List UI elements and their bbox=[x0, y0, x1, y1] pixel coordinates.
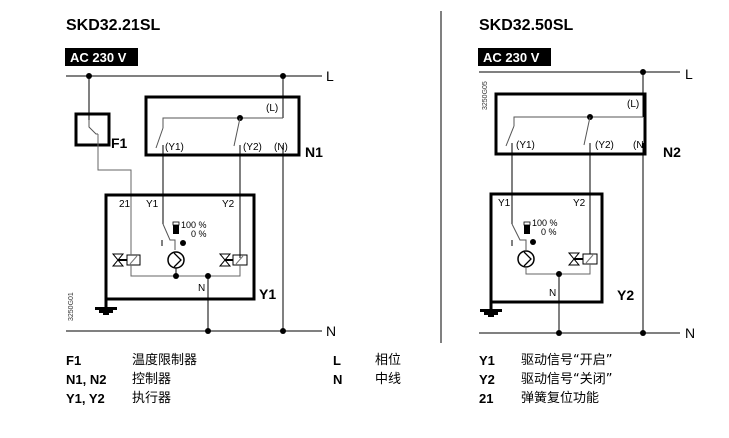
terminal-label: Y2 bbox=[573, 198, 586, 209]
legend-key: N1, N2 bbox=[66, 372, 107, 387]
legend-key: Y1, Y2 bbox=[66, 391, 105, 406]
legend-item: F1 温度限制器 bbox=[66, 351, 197, 370]
thermostat-switch-icon bbox=[88, 120, 98, 135]
internal-neutral-bus bbox=[130, 265, 241, 277]
ground-icon bbox=[480, 300, 502, 317]
terminal-label: (N) bbox=[274, 142, 288, 153]
actuator-label: Y2 bbox=[617, 287, 634, 303]
legend-item: 21 弹簧复位功能 bbox=[479, 389, 612, 408]
terminal-label: Y1 bbox=[146, 199, 159, 210]
legend-key: 21 bbox=[479, 391, 494, 406]
controller-bus bbox=[513, 116, 643, 126]
drawing-code: 3250G05 bbox=[482, 81, 489, 110]
junction-dot bbox=[640, 330, 646, 336]
legend-value: 执行器 bbox=[132, 391, 172, 406]
supply-label: AC 230 V bbox=[70, 50, 127, 65]
legend-value: 温度限制器 bbox=[132, 353, 198, 368]
legend-key: N bbox=[333, 372, 343, 387]
solenoid-valve-icon bbox=[218, 253, 248, 267]
legend-value: 相位 bbox=[375, 353, 402, 368]
controller-box bbox=[494, 92, 647, 156]
junction-dot bbox=[205, 328, 211, 334]
limit-switch-icon bbox=[162, 223, 176, 250]
legend-value: 弹簧复位功能 bbox=[521, 391, 600, 406]
indicator-dot bbox=[180, 240, 186, 246]
thermostat-label: F1 bbox=[111, 135, 128, 151]
legend-signals: Y1 驱动信号“开启” Y2 驱动信号“关闭” 21 弹簧复位功能 bbox=[479, 351, 612, 408]
junction-dot bbox=[280, 328, 286, 334]
legend-item: Y2 驱动信号“关闭” bbox=[479, 370, 612, 389]
actuator-box bbox=[489, 192, 604, 304]
legend-item: Y1, Y2 执行器 bbox=[66, 389, 197, 408]
actuator-label: Y1 bbox=[259, 286, 276, 302]
terminal-label: Y2 bbox=[222, 199, 235, 210]
actuator-box bbox=[104, 193, 256, 301]
position-0: 0 % bbox=[191, 229, 207, 239]
switch-y1-icon bbox=[505, 125, 515, 147]
wire-21 bbox=[97, 134, 132, 200]
solenoid-valve-icon bbox=[111, 253, 141, 267]
switch-y1-icon bbox=[155, 127, 164, 149]
indicator-dot bbox=[530, 239, 536, 245]
ground-icon bbox=[95, 298, 117, 315]
legend-lines: L 相位 N 中线 bbox=[333, 351, 401, 389]
position-100: 100 % bbox=[181, 220, 207, 230]
diagram-title: SKD32.50SL bbox=[479, 17, 573, 34]
diagram-skd32-50sl: SKD32.50SL AC 230 V L 3250G05 (L) (Y1) (… bbox=[478, 17, 695, 341]
junction-dot bbox=[173, 273, 179, 279]
legend-value: 驱动信号“关闭” bbox=[521, 372, 613, 387]
legend-value: 控制器 bbox=[132, 372, 172, 387]
limit-switch-icon bbox=[511, 223, 527, 250]
terminal-label: (L) bbox=[627, 99, 639, 110]
switch-y2-icon bbox=[233, 117, 241, 147]
thermostat-box bbox=[74, 112, 111, 147]
controller-box bbox=[144, 95, 301, 157]
diagram-title: SKD32.21SL bbox=[66, 17, 160, 34]
terminal-label: (Y1) bbox=[165, 142, 184, 153]
position-indicator-icon bbox=[173, 222, 179, 234]
terminal-label: (Y2) bbox=[595, 140, 614, 151]
neutral-label: N bbox=[326, 323, 336, 339]
terminal-label: (L) bbox=[266, 103, 278, 114]
diagram-skd32-21sl: SKD32.21SL AC 230 V L F1 (L) (Y1) (Y2) (… bbox=[65, 17, 336, 339]
solenoid-valve-icon bbox=[567, 252, 598, 266]
terminal-label: Y1 bbox=[498, 198, 511, 209]
position-0: 0 % bbox=[541, 227, 557, 237]
terminal-label: (Y1) bbox=[516, 140, 535, 151]
legend-item: N1, N2 控制器 bbox=[66, 370, 197, 389]
legend-key: Y1 bbox=[479, 353, 495, 368]
position-100: 100 % bbox=[532, 218, 558, 228]
drawing-code: 3250G01 bbox=[68, 292, 75, 321]
legend-item: Y1 驱动信号“开启” bbox=[479, 351, 612, 370]
legend-key: F1 bbox=[66, 353, 82, 368]
legend-key: L bbox=[333, 353, 341, 368]
legend-components: F1 温度限制器 N1, N2 控制器 Y1, Y2 执行器 bbox=[66, 351, 197, 408]
supply-label: AC 230 V bbox=[483, 50, 540, 65]
switch-y2-icon bbox=[583, 116, 591, 146]
legend-value: 中线 bbox=[375, 372, 402, 387]
junction-dot bbox=[556, 330, 562, 336]
terminal-label: 21 bbox=[119, 199, 131, 210]
legend-item: N 中线 bbox=[333, 370, 401, 389]
terminal-label: (Y2) bbox=[243, 142, 262, 153]
terminal-label: N bbox=[198, 283, 205, 294]
position-indicator-icon bbox=[524, 222, 530, 234]
phase-label: L bbox=[326, 68, 334, 84]
phase-label: L bbox=[685, 66, 693, 82]
terminal-label: (N) bbox=[633, 140, 647, 151]
controller-label: N2 bbox=[663, 144, 681, 160]
controller-bus bbox=[162, 117, 283, 128]
neutral-label: N bbox=[685, 325, 695, 341]
legend-value: 驱动信号“开启” bbox=[521, 353, 613, 368]
legend-item: L 相位 bbox=[333, 351, 401, 370]
legend-key: Y2 bbox=[479, 372, 495, 387]
supply-badge bbox=[65, 48, 138, 66]
supply-badge bbox=[478, 48, 551, 66]
terminal-label: N bbox=[549, 288, 556, 299]
controller-label: N1 bbox=[305, 144, 323, 160]
